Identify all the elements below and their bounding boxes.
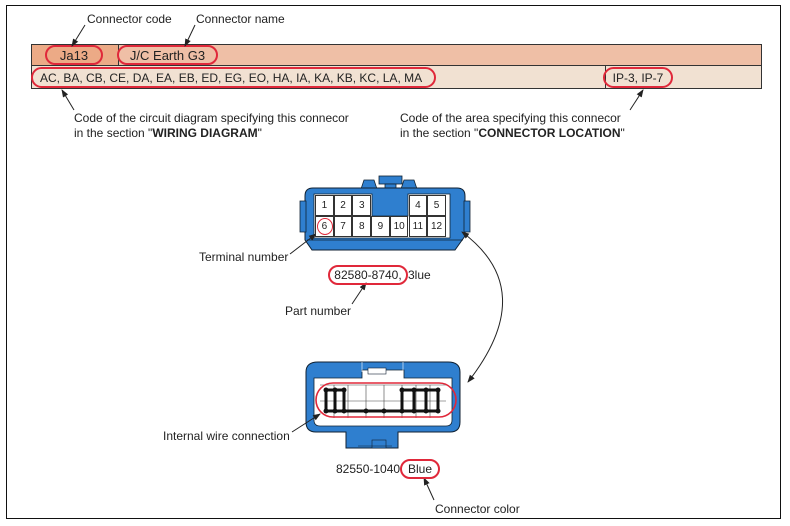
terminal-5: 5	[427, 195, 446, 216]
terminal-3: 3	[352, 195, 372, 216]
terminal-11: 11	[408, 216, 428, 237]
connector-name-arrow	[184, 24, 196, 47]
terminal-12: 12	[427, 216, 446, 237]
wiring-note-arrow	[61, 89, 75, 111]
connector-color-label: Connector color	[435, 502, 520, 516]
connector-location-section: CONNECTOR LOCATION	[478, 126, 621, 140]
internal-wire-arrow	[291, 413, 321, 433]
terminal-9: 9	[371, 216, 390, 237]
connector-code-arrow	[71, 24, 86, 47]
terminal-10: 10	[389, 216, 409, 237]
diagram-frame	[6, 5, 781, 519]
circuit-diagram-codes: AC, BA, CB, CE, DA, EA, EB, ED, EG, EO, …	[31, 67, 436, 88]
female-connector	[305, 361, 461, 449]
location-note-line2: in the section "CONNECTOR LOCATION"	[400, 126, 625, 140]
female-connector-color: Blue	[400, 459, 440, 479]
connector-name-label: Connector name	[196, 12, 285, 26]
wiring-diagram-section: WIRING DIAGRAM	[152, 126, 258, 140]
terminal-1: 1	[315, 195, 334, 216]
terminal-number-label: Terminal number	[199, 250, 289, 264]
terminal-7: 7	[333, 216, 353, 237]
terminal-2: 2	[333, 195, 353, 216]
terminal-4: 4	[408, 195, 428, 216]
wiring-note-line2: in the section "WIRING DIAGRAM"	[74, 126, 262, 140]
terminal-8: 8	[352, 216, 372, 237]
male-part-number: 82580-8740,	[328, 265, 408, 285]
part-number-label: Part number	[285, 304, 352, 318]
connector-area-codes: IP-3, IP-7	[603, 67, 673, 88]
connector-color-arrow	[423, 477, 435, 501]
terminal-highlight-circle	[317, 218, 333, 235]
location-note-line1: Code of the area specifying this conneco…	[400, 111, 621, 125]
wiring-note-line1: Code of the circuit diagram specifying t…	[74, 111, 349, 125]
part-number-arrow	[351, 282, 367, 305]
internal-wire-label: Internal wire connection	[163, 429, 290, 443]
terminal-6: 6	[315, 216, 334, 237]
terminal-number-arrow	[289, 233, 317, 255]
connector-code-label: Connector code	[87, 12, 172, 26]
female-part-number: 82550-1040	[336, 462, 401, 476]
male-connector-color: 3lue	[408, 268, 431, 282]
location-note-arrow	[629, 89, 644, 111]
connector-name: J/C Earth G3	[117, 45, 218, 65]
mating-arrow	[461, 231, 503, 383]
connector-info-row	[31, 65, 762, 89]
wire-highlight-oval	[315, 382, 457, 418]
